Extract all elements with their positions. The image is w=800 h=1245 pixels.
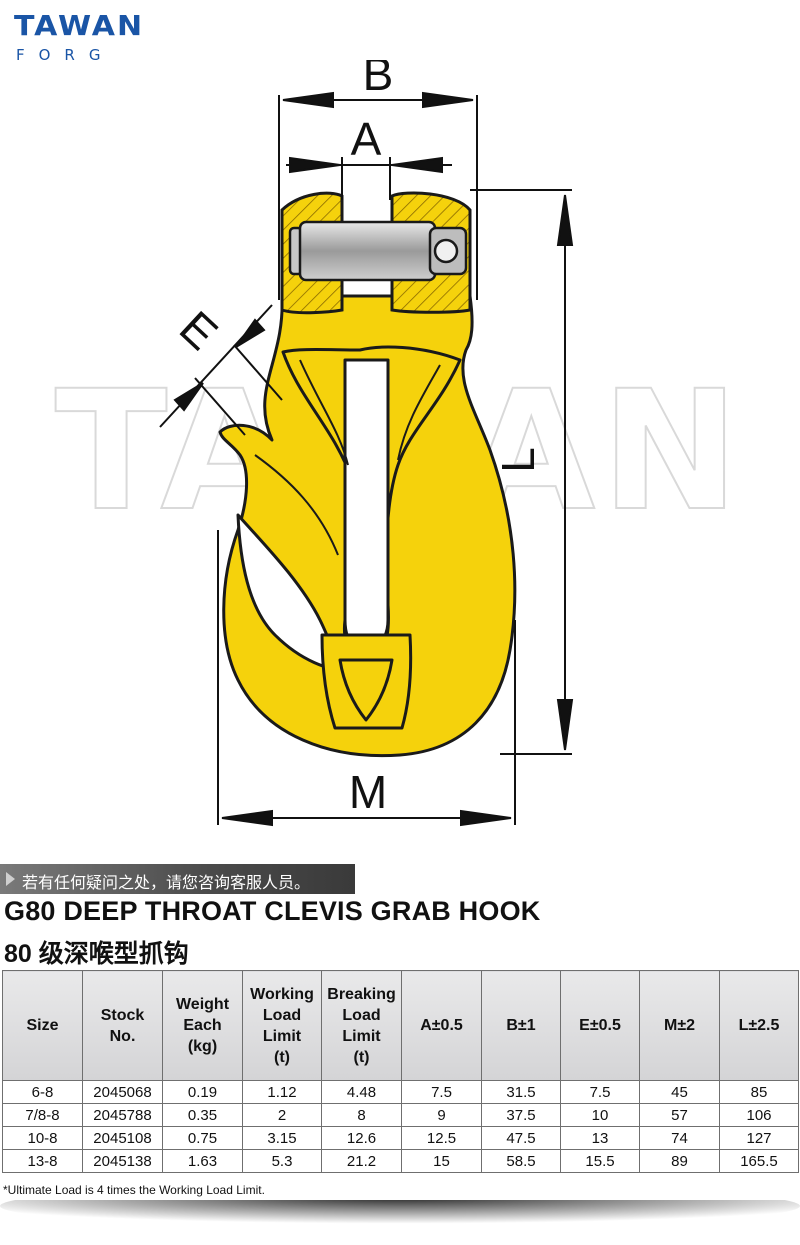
table-cell: 37.5 (481, 1103, 561, 1127)
header-text: (kg) (187, 1038, 218, 1055)
table-header-cell: Size (2, 970, 83, 1081)
table-header-cell: A±0.5 (401, 970, 482, 1081)
table-cell: 31.5 (481, 1080, 561, 1104)
table-cell: 10 (560, 1103, 640, 1127)
table-cell: 0.19 (162, 1080, 243, 1104)
dimension-lines (159, 91, 574, 827)
header-text: M±2 (663, 1017, 695, 1034)
header-text: E±0.5 (579, 1017, 621, 1034)
header-text: Each (183, 1017, 222, 1034)
hook-diagram: B A E L M (159, 60, 574, 827)
table-cell: 9 (401, 1103, 482, 1127)
dim-label-m: M (349, 766, 387, 818)
header-text: Limit (262, 1027, 302, 1045)
table-cell: 7.5 (560, 1080, 640, 1104)
table-cell: 45 (639, 1080, 720, 1104)
brand-logo: TAWAN FORG (14, 10, 164, 64)
table-cell: 4.48 (321, 1080, 402, 1104)
table-cell: 74 (639, 1126, 720, 1150)
table-cell: 6-8 (2, 1080, 83, 1104)
table-cell: 2 (242, 1103, 322, 1127)
header-text: Breaking (327, 985, 396, 1003)
table-cell: 12.5 (401, 1126, 482, 1150)
table-cell: 13 (560, 1126, 640, 1150)
header-text: Size (26, 1017, 59, 1034)
dim-label-b: B (363, 60, 394, 100)
header-text: Load (262, 1006, 302, 1024)
table-cell: 0.75 (162, 1126, 243, 1150)
product-title-cn: 80 级深喉型抓钩 (4, 940, 189, 968)
table-cell: 15 (401, 1149, 482, 1173)
table-cell: 10-8 (2, 1126, 83, 1150)
hook-body (218, 294, 517, 758)
dim-label-a: A (351, 113, 382, 165)
table-cell: 2045068 (82, 1080, 163, 1104)
table-cell: 15.5 (560, 1149, 640, 1173)
header-text: No. (109, 1027, 136, 1045)
table-cell: 2045788 (82, 1103, 163, 1127)
product-title-en: G80 DEEP THROAT CLEVIS GRAB HOOK (4, 896, 541, 926)
table-cell: 2045138 (82, 1149, 163, 1173)
header-text: A±0.5 (420, 1017, 463, 1034)
table-cell: 13-8 (2, 1149, 83, 1173)
table-cell: 106 (719, 1103, 799, 1127)
dim-label-e: E (170, 301, 228, 360)
notice-text: 若有任何疑问之处，请您咨询客服人员。 (22, 875, 311, 892)
table-cell: 3.15 (242, 1126, 322, 1150)
header-text: (t) (353, 1048, 370, 1066)
arrow-right-icon (6, 872, 15, 886)
table-cell: 7/8-8 (2, 1103, 83, 1127)
header-text: L±2.5 (738, 1017, 780, 1034)
brand-name: TAWAN (14, 10, 145, 43)
table-cell: 0.35 (162, 1103, 243, 1127)
table-header-cell: E±0.5 (560, 970, 640, 1081)
table-cell: 58.5 (481, 1149, 561, 1173)
table-header-cell: B±1 (481, 970, 561, 1081)
table-cell: 1.63 (162, 1149, 243, 1173)
table-cell: 7.5 (401, 1080, 482, 1104)
table-cell: 57 (639, 1103, 720, 1127)
table-cell: 12.6 (321, 1126, 402, 1150)
notice-banner: 若有任何疑问之处，请您咨询客服人员。 (0, 864, 355, 894)
header-text: (t) (274, 1048, 290, 1066)
table-cell: 47.5 (481, 1126, 561, 1150)
table-cell: 5.3 (242, 1149, 322, 1173)
table-cell: 1.12 (242, 1080, 322, 1104)
header-text: Limit (342, 1027, 381, 1045)
header-text: B±1 (506, 1017, 536, 1034)
table-cell: 21.2 (321, 1149, 402, 1173)
table-cell: 127 (719, 1126, 799, 1150)
clevis-pin (288, 220, 468, 282)
header-text: Load (342, 1006, 381, 1024)
brand-sub: FORG (16, 46, 115, 64)
bottom-shadow (0, 1200, 800, 1228)
header-text: Weight (175, 996, 230, 1013)
footnote: *Ultimate Load is 4 times the Working Lo… (3, 1183, 265, 1197)
table-cell: 89 (639, 1149, 720, 1173)
table-cell: 8 (321, 1103, 402, 1127)
header-text: Stock (100, 1006, 145, 1024)
table-header-cell: L±2.5 (719, 970, 799, 1081)
table-cell: 2045108 (82, 1126, 163, 1150)
table-cell: 85 (719, 1080, 799, 1104)
table-header-cell: M±2 (639, 970, 720, 1081)
table-cell: 165.5 (719, 1149, 799, 1173)
dim-label-l: L (492, 447, 544, 473)
header-text: Working (250, 985, 314, 1003)
